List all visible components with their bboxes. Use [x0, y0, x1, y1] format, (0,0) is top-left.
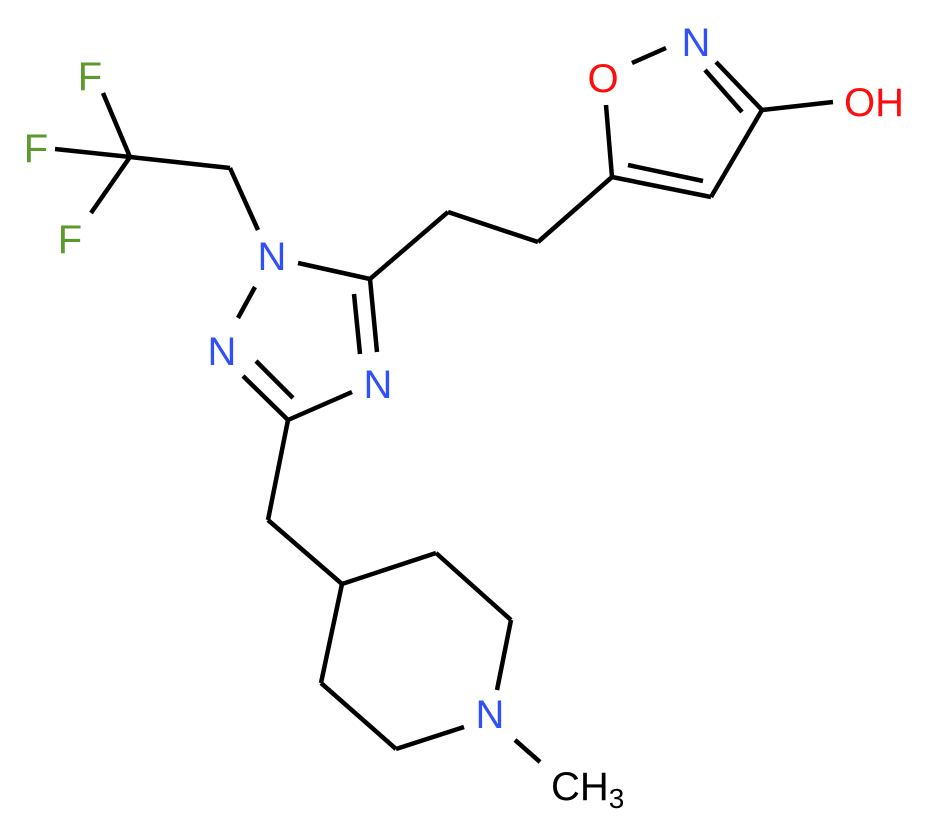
ethyl-linker-bonds: [368, 175, 614, 281]
methyl-subscript: 3: [609, 783, 625, 814]
piperidine-bonds: [265, 419, 542, 764]
triazole-n1-label: N: [258, 235, 287, 279]
isoxazole-nitrogen-label: N: [682, 21, 711, 65]
isoxazole-oxygen-label: O: [587, 57, 618, 101]
trifluoromethyl-bonds: [54, 92, 261, 231]
fluorine-atom-label: F: [58, 218, 82, 262]
hydroxyl-label: OH: [844, 81, 904, 125]
piperidine-nitrogen-label: N: [476, 693, 505, 737]
fluorine-atom-label: F: [78, 55, 102, 99]
methyl-label: CH3: [551, 765, 624, 814]
triazole-n4-label: N: [364, 363, 393, 407]
methyl-ch: CH: [551, 765, 609, 809]
triazole-ring-bonds: [236, 260, 380, 423]
fluorine-atom-label: F: [24, 127, 48, 171]
triazole-n2-label: N: [208, 330, 237, 374]
isoxazole-ring-bonds: [603, 45, 834, 200]
